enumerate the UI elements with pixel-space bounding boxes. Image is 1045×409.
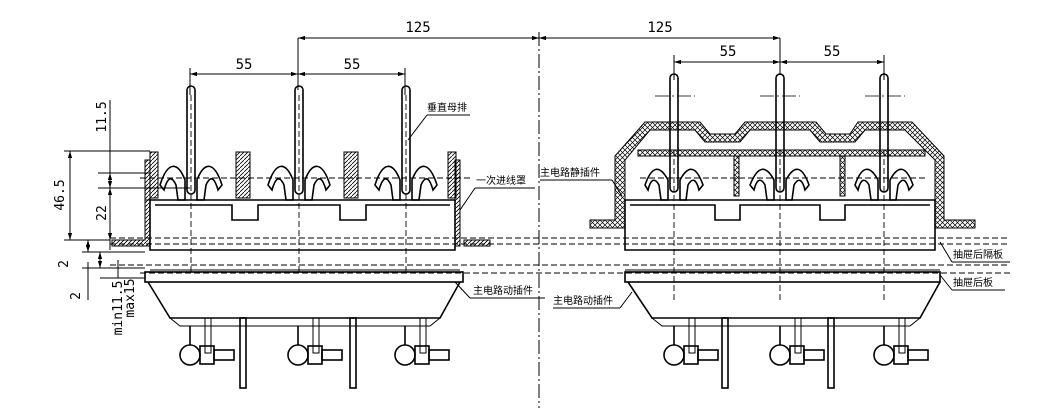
callout-drawer-rear-partition: 抽屉后隔板	[939, 241, 1010, 263]
label-main-static-plug: 主电路静插件	[540, 166, 600, 179]
dimension-55-left: 55 55	[189, 57, 406, 95]
label-primary-inlet-cover: 一次进线罩	[476, 174, 526, 187]
contact-fingers-right	[640, 168, 925, 201]
vertical-busbars-left	[186, 85, 411, 275]
callout-drawer-rear-panel: 抽屉后板	[939, 274, 1005, 291]
callout-main-static-plug: 主电路静插件	[540, 166, 623, 197]
dim-11-5: 11.5	[95, 101, 110, 132]
vertical-busbars-right	[655, 73, 905, 300]
left-assembly	[110, 85, 1010, 389]
dim-2-b: 2	[69, 292, 84, 300]
label-main-moving-plug-left: 主电路动插件	[473, 284, 533, 297]
callout-primary-inlet-cover: 一次进线罩	[459, 174, 535, 211]
dim-22: 22	[95, 205, 110, 221]
label-drawer-rear-partition: 抽屉后隔板	[953, 248, 1003, 261]
dim-125-left-label: 125	[405, 20, 430, 36]
dim-55-left-a: 55	[236, 57, 253, 73]
dimension-125-right: 125	[539, 20, 781, 75]
terminals-right	[663, 317, 929, 389]
dim-125-right-label: 125	[647, 20, 672, 36]
dim-55-left-b: 55	[344, 57, 361, 73]
dim-55-right-a: 55	[720, 44, 737, 60]
dimension-125-left: 125	[297, 20, 540, 408]
dim-46-5: 46.5	[53, 179, 68, 210]
label-vertical-busbar: 垂直母排	[427, 101, 467, 114]
dim-55-right-b: 55	[824, 44, 841, 60]
dim-2-a: 2	[57, 260, 72, 268]
terminals-left	[179, 317, 450, 389]
callout-main-moving-plug-left: 主电路动插件	[454, 281, 545, 299]
callout-vertical-busbar: 垂直母排	[407, 101, 470, 141]
left-vertical-dimensions: 46.5 11.5 22 2 2 min11.5 max15	[53, 100, 190, 335]
label-main-moving-plug-right: 主电路动插件	[553, 294, 613, 307]
dim-min: min11.5	[111, 281, 126, 336]
right-assembly	[589, 73, 976, 389]
dim-max: max15	[123, 278, 138, 317]
dimension-55-right: 55 55	[673, 44, 885, 80]
callout-main-moving-plug-right: 主电路动插件	[553, 291, 633, 309]
label-drawer-rear-panel: 抽屉后板	[953, 276, 993, 289]
